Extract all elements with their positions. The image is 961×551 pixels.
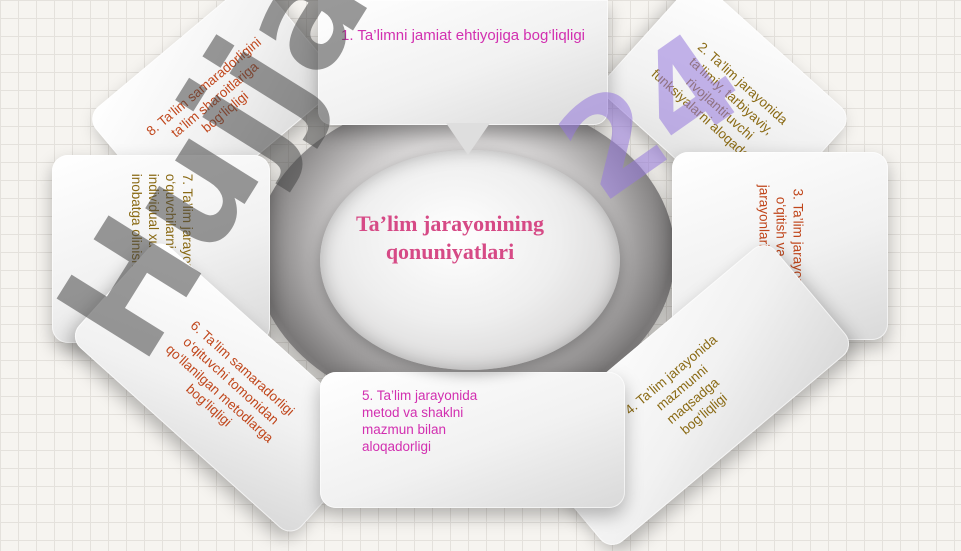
center-title: Ta’lim jarayonining qonuniyatlari [355,211,545,264]
center-circle [320,150,620,370]
card-pointer [446,123,490,155]
item-card-1: 1. Ta’limni jamiat ehtiyojiga bog‘liqlig… [318,0,608,155]
item-4-text: 4. Ta’lim jarayonida mazmunni maqsadga b… [622,332,730,438]
item-8-text: 8. Ta’lim samaradorligini ta’lim sharoit… [143,34,264,140]
item-card-5: 5. Ta’lim jarayonida metod va shaklni ma… [320,372,625,508]
item-5-text: 5. Ta’lim jarayonida metod va shaklni ma… [362,388,478,454]
item-1-text: 1. Ta’limni jamiat ehtiyojiga bog‘liqlig… [340,27,585,44]
